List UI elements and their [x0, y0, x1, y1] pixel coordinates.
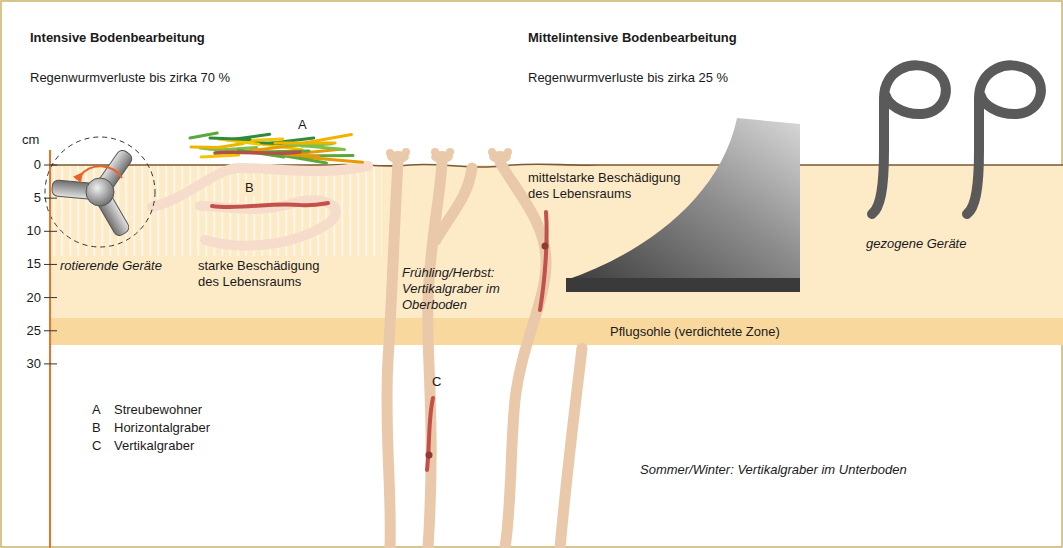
- tool-label: rotierende Geräte: [60, 258, 162, 274]
- tool-label: gezogene Geräte: [866, 236, 966, 252]
- callout-letter: A: [298, 117, 307, 133]
- damage-note: starke Beschädigung des Lebensraums: [198, 258, 336, 290]
- axis-unit: cm: [22, 132, 39, 148]
- topsoil: [50, 165, 1063, 318]
- legend-text: Horizontalgraber: [114, 420, 210, 436]
- tilled-soil: [52, 166, 382, 256]
- axis-tick-label: 30: [27, 356, 41, 372]
- season-note: Sommer/Winter: Vertikalgraber im Unterbo…: [640, 462, 907, 478]
- plough-pan: [50, 318, 1063, 345]
- vertical-burrows: [387, 162, 582, 548]
- axis-tick-label: 25: [27, 323, 41, 339]
- plough: [566, 118, 800, 292]
- soil-surface: [50, 164, 1063, 167]
- axis-tick-label: 20: [27, 290, 41, 306]
- depth-axis: [49, 150, 51, 548]
- axis-tick-label: 10: [27, 223, 41, 239]
- axis-tick-label: 5: [34, 190, 41, 206]
- callout-letter: B: [243, 180, 256, 196]
- loss-note: Regenwurmverluste bis zirka 70 %: [30, 70, 230, 86]
- legend-letter: B: [92, 420, 101, 436]
- legend-letter: C: [92, 438, 101, 454]
- section-heading: Mittelintensive Bodenbearbeitung: [528, 30, 737, 46]
- loss-note: Regenwurmverluste bis zirka 25 %: [528, 70, 728, 86]
- legend-text: Vertikalgraber: [114, 438, 194, 454]
- horizontal-worm: [212, 203, 328, 207]
- callout-letter: C: [432, 374, 441, 390]
- axis-tick-label: 15: [27, 256, 41, 272]
- season-note: Frühling/Herbst: Vertikalgraber im Oberb…: [402, 265, 502, 313]
- vertical-worms: [427, 212, 547, 470]
- litter: [190, 133, 363, 163]
- band-label: Pflugsohle (verdichtete Zone): [610, 324, 780, 340]
- rotary-tiller: [45, 137, 155, 247]
- axis-ticks: [44, 165, 57, 364]
- axis-tick-label: 0: [34, 157, 41, 173]
- damage-note: mittelstarke Beschädigung des Lebensraum…: [528, 170, 702, 202]
- compacted-band: Pflugsohle (verdichtete Zone): [50, 318, 1063, 345]
- horizontal-burrows: [152, 166, 368, 246]
- worm-castings: [386, 148, 512, 163]
- legend-text: Streubewohner: [114, 402, 202, 418]
- section-heading: Intensive Bodenbearbeitung: [30, 30, 205, 46]
- tines: [872, 65, 1041, 214]
- legend-letter: A: [92, 402, 101, 418]
